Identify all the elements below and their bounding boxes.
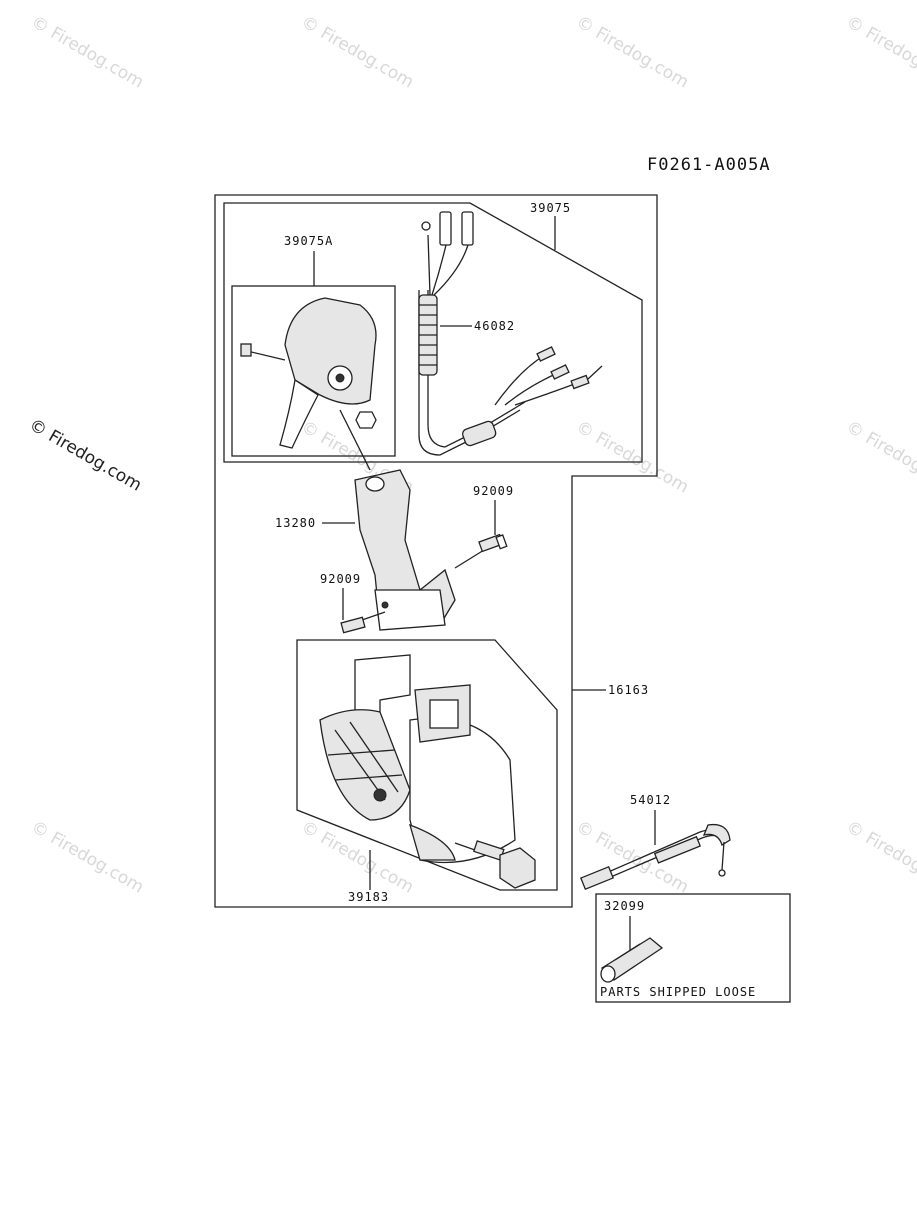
diagram-code: F0261-A005A <box>647 155 771 175</box>
lever-nut <box>356 412 376 428</box>
part-label-46082: 46082 <box>474 319 515 333</box>
lever-screw-head <box>241 344 251 356</box>
part-label-92009-bottom: 92009 <box>320 572 361 586</box>
part-label-54012: 54012 <box>630 793 671 807</box>
part-label-92009-top: 92009 <box>473 484 514 498</box>
clamp-block-window <box>430 700 458 728</box>
loose-parts-note: PARTS SHIPPED LOOSE <box>600 985 756 999</box>
cable-fitting <box>581 867 613 889</box>
watermark: © Firedog.com <box>298 817 417 898</box>
screw-92009-top <box>455 535 507 568</box>
watermark: © Firedog.com <box>573 12 692 93</box>
watermark: © Firedog.com <box>573 417 692 498</box>
part-label-39075a: 39075A <box>284 234 333 248</box>
part-label-39075: 39075 <box>530 201 571 215</box>
clamp-half-left <box>320 710 410 820</box>
part-32099 <box>601 938 662 982</box>
cable-end <box>551 365 569 379</box>
handle-socket <box>366 477 384 491</box>
watermark: © Firedog.com <box>298 12 417 93</box>
part-label-39183: 39183 <box>348 890 389 904</box>
watermark: © Firedog.com <box>28 817 147 898</box>
cable-end <box>537 347 555 361</box>
clamp-knob <box>500 848 535 888</box>
watermark: © Firedog.com <box>843 417 917 498</box>
handle-13280 <box>340 410 455 630</box>
cable-sheath <box>655 837 700 863</box>
handle-base <box>375 590 445 630</box>
cable-elbow <box>704 825 730 845</box>
cable-end <box>571 376 589 389</box>
watermark: © Firedog.com <box>843 817 917 898</box>
wire-connector <box>462 212 473 245</box>
cable-sleeve <box>461 420 497 447</box>
part-label-13280: 13280 <box>275 516 316 530</box>
wire-connector <box>440 212 451 245</box>
watermark: © Firedog.com <box>28 12 147 93</box>
watermark: © Firedog.com <box>843 12 917 93</box>
wire-terminal <box>422 222 430 230</box>
side-watermark: © Firedog.com <box>26 415 145 496</box>
part-label-32099: 32099 <box>604 899 645 913</box>
cable-46082 <box>419 212 602 455</box>
part-label-16163: 16163 <box>608 683 649 697</box>
